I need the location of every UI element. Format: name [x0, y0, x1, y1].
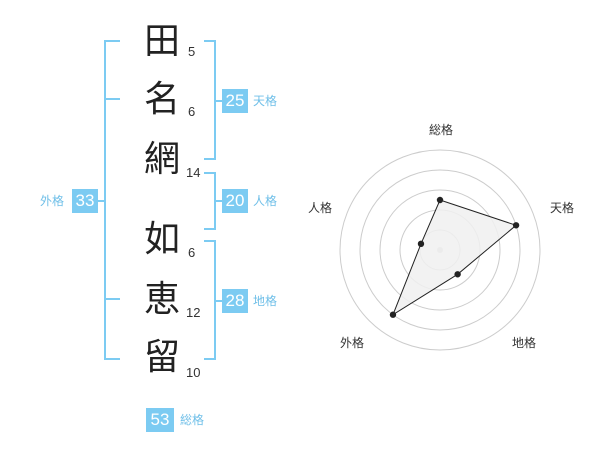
radar-label-jinkaku: 人格 [308, 201, 333, 215]
name-char-6: 留 [143, 337, 180, 378]
chikaku-label: 地格 [253, 294, 278, 308]
tenkaku-badge: 25 [222, 89, 248, 113]
radar-point-4 [389, 311, 397, 318]
tenkaku-label: 天格 [253, 94, 278, 108]
stroke-count-4: 6 [188, 245, 196, 260]
name-char-5: 恵 [143, 279, 180, 320]
bracket-tick [104, 98, 120, 100]
stroke-count-6: 10 [186, 365, 201, 380]
radar-label-chikaku: 地格 [512, 336, 537, 350]
soukaku-label: 総格 [180, 413, 205, 427]
bracket-connector [214, 300, 222, 302]
stroke-count-1: 5 [188, 44, 196, 59]
radar-series-polygon [391, 199, 518, 316]
radar-grid-ring [339, 149, 541, 351]
gaikaku-label: 外格 [40, 194, 65, 208]
bracket-tick [104, 298, 120, 300]
bracket-connector [214, 100, 222, 102]
bracket-tick [204, 228, 216, 230]
chikaku-badge: 28 [222, 289, 248, 313]
soukaku-badge: 53 [146, 408, 174, 432]
stroke-count-5: 12 [186, 305, 201, 320]
radar-series [389, 196, 520, 318]
name-char-4: 如 [143, 219, 180, 260]
bracket-tick [204, 172, 216, 174]
radar-point-2 [512, 222, 520, 229]
radar-point-5 [417, 240, 425, 248]
radar-label-tenkaku: 天格 [550, 201, 575, 215]
bracket-tick [104, 40, 120, 42]
stroke-count-2: 6 [188, 104, 196, 119]
radar-point-3 [454, 271, 461, 278]
bracket-tick [104, 358, 120, 360]
bracket-tick [204, 158, 216, 160]
bracket-tick [204, 358, 216, 360]
radar-grid-ring [359, 169, 521, 331]
name-char-1: 田 [143, 21, 180, 62]
radar-grid-ring [379, 189, 501, 311]
stroke-count-3: 14 [186, 165, 201, 180]
gaikaku-badge: 33 [72, 189, 98, 213]
jinkaku-label: 人格 [253, 194, 278, 208]
bracket-connector [214, 200, 222, 202]
radar-label-gaikaku: 外格 [340, 336, 365, 350]
name-char-2: 名 [143, 79, 180, 120]
radar-point-1 [436, 196, 444, 204]
bracket-connector [98, 200, 106, 202]
radar-label-soukaku: 総格 [429, 123, 454, 137]
name-char-3: 網 [143, 139, 180, 180]
bracket-tick [204, 40, 216, 42]
bracket-tick [204, 240, 216, 242]
jinkaku-badge: 20 [222, 189, 248, 213]
